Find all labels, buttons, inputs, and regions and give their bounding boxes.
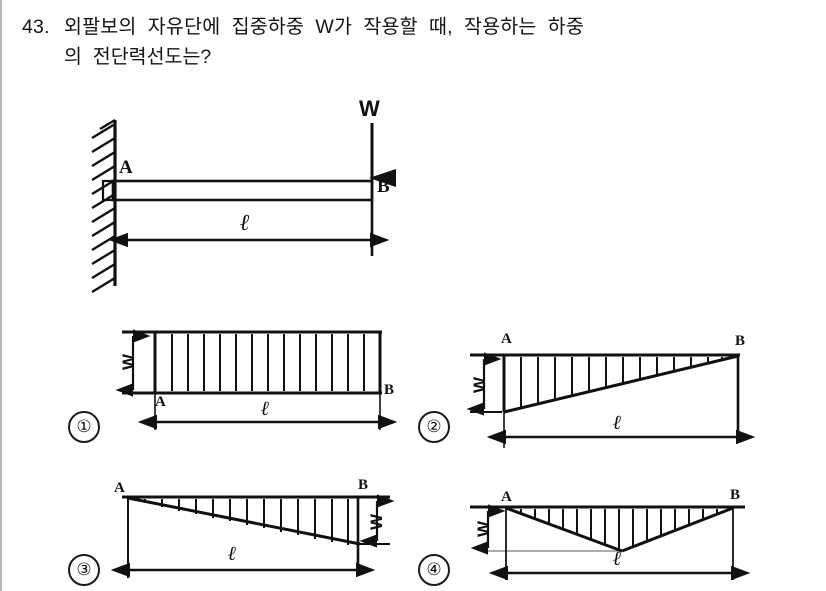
- option-3-diagram: [110, 494, 395, 578]
- option-2-label-b: B: [735, 333, 746, 349]
- option-marker-2[interactable]: ②: [418, 411, 450, 443]
- question-text-line-1: 외팔보의 자유단에 집중하중 W가 작용할 때, 작용하는 하중: [64, 16, 585, 38]
- option-marker-4[interactable]: ④: [418, 554, 450, 586]
- question-line-1: 43. 외팔보의 자유단에 집중하중 W가 작용할 때, 작용하는 하중: [22, 12, 812, 42]
- option-1-depth-label: W: [119, 353, 139, 371]
- option-3-depth-label: W: [367, 513, 387, 531]
- option-marker-1[interactable]: ①: [68, 411, 100, 443]
- option-1-diagram: [115, 329, 398, 430]
- main-span-label: ℓ: [240, 210, 250, 235]
- option-2-hatching: [520, 357, 723, 408]
- option-4-label-b: B: [730, 487, 741, 503]
- option-1-label-a: A: [155, 394, 166, 410]
- option-1-label-b: B: [384, 382, 395, 398]
- question-text-line-2: 의 전단력선도는?: [64, 46, 212, 68]
- option-2-label-a: A: [501, 331, 512, 347]
- support-notch: [101, 179, 117, 202]
- fixed-support-hatching: [91, 118, 116, 294]
- main-beam-diagram: [91, 118, 396, 294]
- main-load-label: W: [359, 96, 380, 121]
- main-label-a: A: [119, 157, 133, 178]
- option-2-span-label: ℓ: [613, 412, 622, 434]
- option-marker-3[interactable]: ③: [68, 554, 100, 586]
- main-label-b: B: [377, 176, 390, 197]
- option-3-span-label: ℓ: [228, 543, 237, 565]
- option-1-hatching: [171, 334, 365, 391]
- question-number: 43.: [22, 16, 50, 38]
- option-4-depth-label: W: [474, 520, 494, 538]
- question-block: 43. 외팔보의 자유단에 집중하중 W가 작용할 때, 작용하는 하중 의 전…: [22, 12, 812, 72]
- option-1-span-label: ℓ: [261, 398, 270, 420]
- option-4-hatching: [520, 509, 718, 550]
- beam-body: [111, 179, 374, 202]
- option-4-label-a: A: [501, 489, 512, 505]
- option-3-label-a: A: [114, 480, 125, 496]
- option-2-depth-label: W: [470, 376, 490, 394]
- page-left-margin-rule: [0, 0, 2, 591]
- option-4-span-label: ℓ: [613, 548, 622, 570]
- option-3-label-b: B: [358, 477, 369, 493]
- option-3-hatching: [144, 499, 349, 545]
- option-4-diagram: [470, 504, 751, 581]
- option-2-diagram: [466, 352, 756, 448]
